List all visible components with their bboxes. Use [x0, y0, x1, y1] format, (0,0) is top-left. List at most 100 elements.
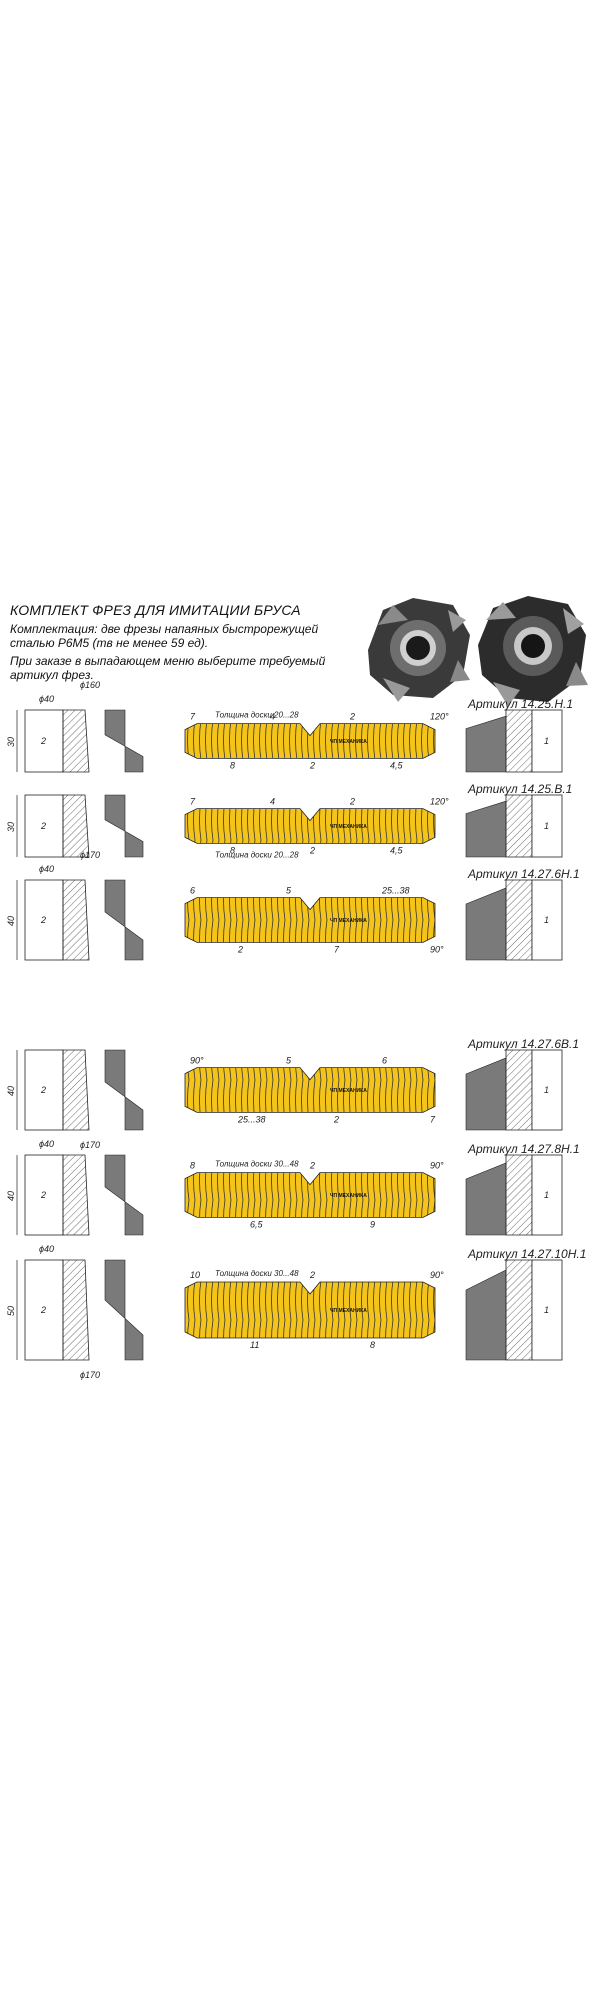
dimension-label: 25...38 — [381, 886, 410, 896]
dimension-label: 2 — [349, 797, 355, 807]
part-number-right: 1 — [544, 736, 549, 746]
dimension-label: 8 — [230, 845, 235, 855]
dimension-label: 7 — [190, 797, 196, 807]
kit-line-1: Комплектация: две фрезы напаяных быстрор… — [10, 622, 319, 636]
watermark-label: ЧП МЕХАНИКА — [330, 739, 367, 745]
dimension-label: 6 — [382, 1056, 387, 1066]
part-number-right: 1 — [544, 1305, 549, 1315]
bore-section — [24, 1259, 64, 1361]
article-label: Артикул 14.27.6Н.1 — [467, 867, 580, 881]
bore-section-right — [531, 1259, 563, 1361]
height-dim-label: 30 — [6, 822, 16, 832]
height-dim-label: 40 — [6, 1191, 16, 1201]
dimension-label: 90° — [430, 1270, 444, 1280]
cutter-blade-right — [465, 800, 507, 858]
dimension-label: 2 — [237, 944, 243, 954]
cutter-blade-right — [465, 715, 507, 773]
cutter-blade-left — [104, 1049, 144, 1131]
part-number-left: 2 — [40, 821, 46, 831]
dimension-label: 90° — [190, 1056, 204, 1066]
cutter-blade-right — [465, 887, 507, 961]
dimension-label: 8 — [190, 1161, 195, 1171]
board-thickness-label: Толщина доски 30...48 — [215, 1160, 299, 1169]
dimension-label: 2 — [333, 1114, 339, 1124]
bore-diameter-label: ϕ40 — [39, 1139, 54, 1149]
board-profile — [184, 808, 436, 844]
bore-diameter-label: ϕ40 — [39, 694, 54, 704]
board-profile — [184, 897, 436, 943]
hatched-body-right — [505, 1049, 533, 1131]
dimension-label: 8 — [370, 1340, 375, 1350]
board-thickness-label: Толщина доски 20...28 — [215, 850, 299, 859]
cutter-blade-right — [465, 1162, 507, 1236]
bore-section-right — [531, 794, 563, 858]
dimension-label: 4 — [270, 797, 275, 807]
dimension-label: 5 — [286, 886, 292, 896]
part-number-right: 1 — [544, 915, 549, 925]
part-number-left: 2 — [40, 736, 46, 746]
watermark-label: ЧП МЕХАНИКА — [330, 1088, 367, 1094]
dimension-label: 6,5 — [250, 1219, 264, 1229]
part-number-left: 2 — [40, 1190, 46, 1200]
cutter-blade-left — [104, 879, 144, 961]
profile-row-5: Артикул 14.27.8Н.1 40 2 ϕ40 ЧП МЕХАНИКА Толщи… — [6, 1139, 580, 1236]
hatched-body-right — [505, 1154, 533, 1236]
dimension-label: 5 — [286, 1056, 292, 1066]
hatched-body — [62, 1154, 90, 1236]
watermark-label: ЧП МЕХАНИКА — [330, 918, 367, 924]
dimension-label: 7 — [334, 944, 340, 954]
hatched-body — [62, 1259, 90, 1361]
article-label: Артикул 14.27.8Н.1 — [467, 1142, 580, 1156]
article-label: Артикул 14.25.В.1 — [467, 782, 572, 796]
board-profile — [184, 1172, 436, 1218]
bore-section — [24, 709, 64, 773]
dimension-label: 6 — [190, 886, 195, 896]
outer-diameter-label: ϕ160 — [80, 680, 100, 690]
kit-line-2: сталью Р6М5 (тв не менее 59 ед). — [10, 636, 209, 650]
cutter-right-image — [478, 596, 588, 706]
dimension-label: 4,5 — [390, 845, 404, 855]
dimension-label: 90° — [430, 944, 444, 954]
height-dim-label: 30 — [6, 737, 16, 747]
article-label: Артикул 14.25.Н.1 — [467, 697, 573, 711]
dimension-label: 25...38 — [237, 1114, 266, 1124]
dimension-label: 2 — [309, 845, 315, 855]
dimension-label: 9 — [370, 1219, 375, 1229]
cutter-blade-right — [465, 1057, 507, 1131]
cutter-blade-right — [465, 1269, 507, 1361]
article-label: Артикул 14.27.10Н.1 — [467, 1247, 586, 1261]
bore-diameter-label: ϕ40 — [39, 1244, 54, 1254]
part-number-left: 2 — [40, 1305, 46, 1315]
hatched-body — [62, 709, 90, 773]
board-profile — [184, 1067, 436, 1113]
part-number-left: 2 — [40, 1085, 46, 1095]
board-thickness-label: Толщина доски 30...48 — [215, 1269, 299, 1278]
hatched-body — [62, 794, 90, 858]
bore-section-right — [531, 879, 563, 961]
dimension-label: 4 — [270, 712, 275, 722]
order-line-2: артикул фрез. — [10, 668, 94, 682]
dimension-label: 7 — [190, 712, 196, 722]
part-number-right: 1 — [544, 821, 549, 831]
article-label: Артикул 14.27.6В.1 — [467, 1037, 579, 1051]
bore-section-right — [531, 1154, 563, 1236]
dimension-label: 120° — [430, 797, 449, 807]
dimension-label: 7 — [430, 1114, 436, 1124]
dimension-label: 10 — [190, 1270, 200, 1280]
part-number-right: 1 — [544, 1190, 549, 1200]
header-block: КОМПЛЕКТ ФРЕЗ ДЛЯ ИМИТАЦИИ БРУСА Комплек… — [10, 602, 360, 686]
dimension-label: 2 — [309, 760, 315, 770]
outer-diameter-label: ϕ170 — [80, 850, 100, 860]
part-number-left: 2 — [40, 915, 46, 925]
dimension-label: 2 — [309, 1270, 315, 1280]
hatched-body — [62, 879, 90, 961]
part-number-right: 1 — [544, 1085, 549, 1095]
cutter-left-image — [368, 598, 470, 702]
hatched-body — [62, 1049, 90, 1131]
watermark-label: ЧП МЕХАНИКА — [330, 1193, 367, 1199]
hatched-body-right — [505, 794, 533, 858]
